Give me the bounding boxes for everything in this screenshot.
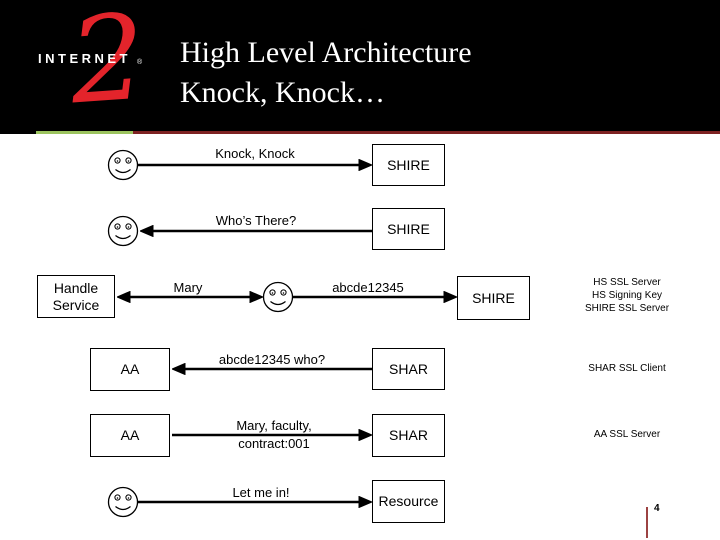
note-hs-ssl: HS SSL Server HS Signing Key SHIRE SSL S… [567, 276, 687, 315]
arrow-knock-knock [138, 159, 372, 171]
message-label-mary-faculty-contract: Mary, faculty, contract:001 [194, 417, 354, 453]
shire-box-3: SHIRE [457, 276, 530, 320]
smiley-face-icon [107, 215, 139, 247]
smiley-face-icon [107, 149, 139, 181]
slide-title: High Level Architecture Knock, Knock… [180, 33, 472, 113]
note-line: HS Signing Key [591, 290, 663, 301]
message-label-mary: Mary [173, 280, 203, 295]
aa-box-2: AA [90, 414, 170, 457]
page-number: 4 [654, 503, 660, 514]
note-shar-ssl-client: SHAR SSL Client [588, 363, 666, 374]
slide-title-line1: High Level Architecture [180, 36, 472, 69]
note-line: SHIRE SSL Server [584, 303, 670, 314]
registered-trademark-icon: ® [137, 59, 143, 66]
shire-box-2: SHIRE [372, 208, 445, 250]
message-label-abcde12345-who: abcde12345 who? [218, 352, 326, 367]
header-divider-maroon [133, 131, 720, 134]
arrow-abcde12345-who [172, 363, 372, 375]
message-label-line2: contract:001 [238, 436, 310, 451]
smiley-face-icon [262, 281, 294, 313]
arrow-mary-faculty-contract [172, 429, 372, 441]
aa-box-1: AA [90, 348, 170, 391]
arrow-mary-double [117, 291, 263, 303]
note-line: HS SSL Server [593, 277, 661, 288]
message-label-whos-there: Who’s There? [215, 213, 297, 228]
message-label-abcde12345: abcde12345 [332, 280, 404, 295]
message-label-knock-knock: Knock, Knock [215, 146, 295, 161]
slide-title-line2: Knock, Knock… [180, 76, 385, 109]
header-divider-green [36, 131, 133, 134]
shire-box-1: SHIRE [372, 144, 445, 186]
note-aa-ssl-server: AA SSL Server [593, 429, 661, 440]
arrow-let-me-in [138, 496, 372, 508]
handle-service-box: Handle Service [37, 275, 115, 318]
header-divider [0, 131, 720, 134]
internet2-logo-text: INTERNET [38, 51, 131, 66]
arrow-whos-there [140, 225, 372, 237]
page-number-rule [646, 507, 648, 538]
message-label-let-me-in: Let me in! [232, 485, 290, 500]
internet2-logo: 2 INTERNET ® [30, 0, 190, 130]
shar-box-1: SHAR [372, 348, 445, 390]
resource-box: Resource [372, 480, 445, 523]
arrow-abcde12345 [293, 291, 457, 303]
smiley-face-icon [107, 486, 139, 518]
slide-header: 2 INTERNET ® High Level Architecture Kno… [0, 0, 720, 131]
shar-box-2: SHAR [372, 414, 445, 457]
message-label-line1: Mary, faculty, [236, 418, 312, 433]
